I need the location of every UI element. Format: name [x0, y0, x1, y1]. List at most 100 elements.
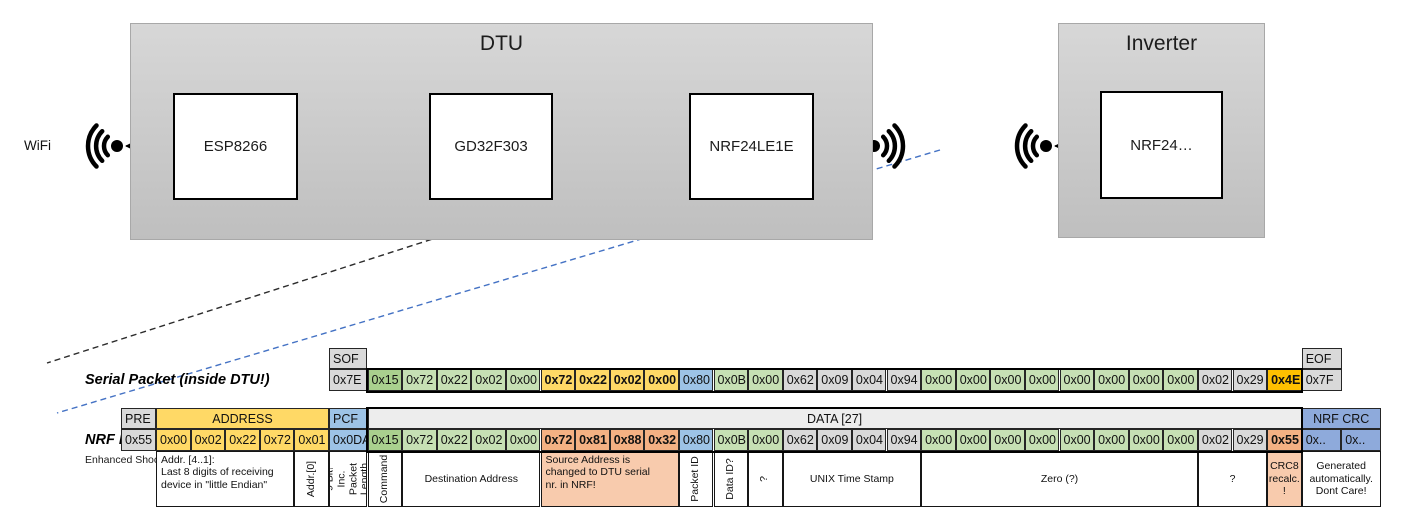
eof-byte-cell: 0x7F	[1301, 369, 1342, 391]
nrf-byte-cell: 0x00	[1094, 429, 1129, 451]
address-byte-cell: 0x01	[294, 429, 329, 451]
nrf-byte-cell: 0x04	[851, 429, 887, 451]
annotation-note: UNIX Time Stamp	[782, 451, 922, 507]
nrf-byte-cell: 0x00	[1128, 429, 1164, 451]
annotation-note-text: Data ID?	[723, 458, 736, 500]
annotation-note-text: 9 Bit! Inc. Packet Length	[329, 462, 367, 496]
pcf-byte-cell: 0x0DA	[329, 429, 367, 451]
node-gd32f303: GD32F303	[429, 93, 553, 200]
dtu-title: DTU	[479, 32, 524, 55]
annotation-note: CRC8 recalc. !	[1267, 451, 1302, 507]
wifi-icon-inverter	[1014, 123, 1052, 169]
pcf-header: PCF	[329, 408, 367, 429]
annotation-note-text: Addr.[0]	[304, 460, 317, 498]
nrf-byte-cell: 0x00	[1059, 429, 1095, 451]
annotation-note: Packet ID	[678, 451, 714, 507]
nrf-byte-cell: 0x62	[782, 429, 818, 451]
nrf-byte-cell: 0x72	[402, 429, 437, 451]
nrf-byte-cell: 0x00	[1024, 429, 1060, 451]
nrf-byte-cell: 0x02	[1197, 429, 1233, 451]
pre-header: PRE	[121, 408, 156, 429]
nrf-byte-cell: 0x72	[540, 429, 576, 451]
address-byte-cell: 0x00	[156, 429, 191, 451]
nrf-byte-cell: 0x00	[505, 429, 541, 451]
nrf-byte-cell: 0x55	[1267, 429, 1302, 451]
serial-byte-cell: 0x00	[644, 369, 679, 391]
serial-byte-cell: 0x72	[402, 369, 437, 391]
serial-byte-cell: 0x02	[471, 369, 506, 391]
serial-byte-cell: 0x94	[886, 369, 922, 391]
address-byte-cell: 0x22	[225, 429, 260, 451]
node-esp8266: ESP8266	[173, 93, 298, 200]
annotation-note: ?	[748, 451, 783, 507]
serial-byte-cell: 0x22	[436, 369, 472, 391]
serial-byte-cell: 0x00	[1163, 369, 1198, 391]
nrf-byte-cell: 0x00	[955, 429, 991, 451]
nrf-byte-cell: 0x80	[678, 429, 714, 451]
annotation-note: Generated automatically. Dont Care!	[1301, 451, 1381, 507]
serial-byte-cell: 0x80	[678, 369, 714, 391]
annotation-note: Addr.[0]	[294, 451, 329, 507]
nrf-byte-cell: 0x32	[644, 429, 679, 451]
annotation-note: Zero (?)	[921, 451, 1198, 507]
nrf-byte-cell: 0x29	[1232, 429, 1268, 451]
nrf-byte-cell: 0x94	[886, 429, 922, 451]
serial-byte-cell: 0x15	[367, 369, 403, 391]
node-inverter-nrf24: NRF24…	[1100, 91, 1223, 199]
annotation-note: Addr. [4..1]: Last 8 digits of receiving…	[156, 451, 295, 507]
nrf-byte-cell: 0x02	[471, 429, 506, 451]
nrf-byte-cell: 0x81	[575, 429, 610, 451]
wifi-icon-left	[85, 123, 123, 169]
nrf-byte-cell: 0x88	[609, 429, 645, 451]
annotation-note: Data ID?	[713, 451, 749, 507]
serial-byte-cell: 0x62	[782, 369, 818, 391]
nrf-byte-cell: 0x00	[990, 429, 1025, 451]
nrf-byte-cell: 0x09	[817, 429, 852, 451]
serial-byte-cell: 0x0B	[713, 369, 749, 391]
nrf-crc-byte-cell: 0x..	[1341, 429, 1381, 451]
pre-byte-cell: 0x55	[121, 429, 156, 451]
serial-byte-cell: 0x29	[1232, 369, 1268, 391]
nrf-byte-cell: 0x00	[921, 429, 956, 451]
nrf-crc-header: NRF CRC	[1301, 408, 1381, 429]
serial-packet-label: Serial Packet (inside DTU!)	[85, 372, 270, 388]
serial-byte-cell: 0x72	[540, 369, 576, 391]
serial-byte-cell: 0x22	[575, 369, 610, 391]
serial-byte-cell: 0x00	[1059, 369, 1095, 391]
serial-byte-cell: 0x00	[921, 369, 956, 391]
annotation-note: ?	[1197, 451, 1268, 507]
nrf-crc-byte-cell: 0x..	[1301, 429, 1342, 451]
annotation-note: Command	[367, 451, 403, 507]
nrf-byte-cell: 0x15	[367, 429, 403, 451]
serial-byte-cell: 0x02	[609, 369, 645, 391]
address-byte-cell: 0x02	[190, 429, 226, 451]
address-header: ADDRESS	[156, 408, 329, 429]
annotation-note: 9 Bit! Inc. Packet Length	[329, 451, 367, 507]
nrf-byte-cell: 0x0B	[713, 429, 749, 451]
serial-byte-cell: 0x00	[1128, 369, 1164, 391]
annotation-note: Source Address is changed to DTU serial …	[540, 451, 679, 507]
serial-byte-cell: 0x00	[1024, 369, 1060, 391]
serial-byte-cell: 0x02	[1197, 369, 1233, 391]
node-nrf24le1e: NRF24LE1E	[689, 93, 814, 200]
annotation-note-text: ?	[758, 476, 771, 482]
serial-byte-cell: 0x00	[990, 369, 1025, 391]
nrf-byte-cell: 0x22	[436, 429, 472, 451]
annotation-note: Destination Address	[402, 451, 541, 507]
sof-byte-cell: 0x7E	[329, 369, 367, 391]
serial-byte-cell: 0x4E	[1267, 369, 1302, 391]
data-header: DATA [27]	[367, 408, 1302, 429]
wifi-label: WiFi	[24, 138, 51, 153]
sof-header: SOF	[329, 348, 367, 369]
inverter-title: Inverter	[1125, 32, 1198, 55]
address-byte-cell: 0x72	[259, 429, 295, 451]
serial-byte-cell: 0x00	[955, 369, 991, 391]
annotation-note-text: Command	[377, 454, 390, 504]
serial-byte-cell: 0x00	[505, 369, 541, 391]
serial-byte-cell: 0x00	[1094, 369, 1129, 391]
annotation-note-text: Packet ID	[689, 456, 702, 502]
eof-header: EOF	[1301, 348, 1342, 369]
serial-byte-cell: 0x04	[851, 369, 887, 391]
